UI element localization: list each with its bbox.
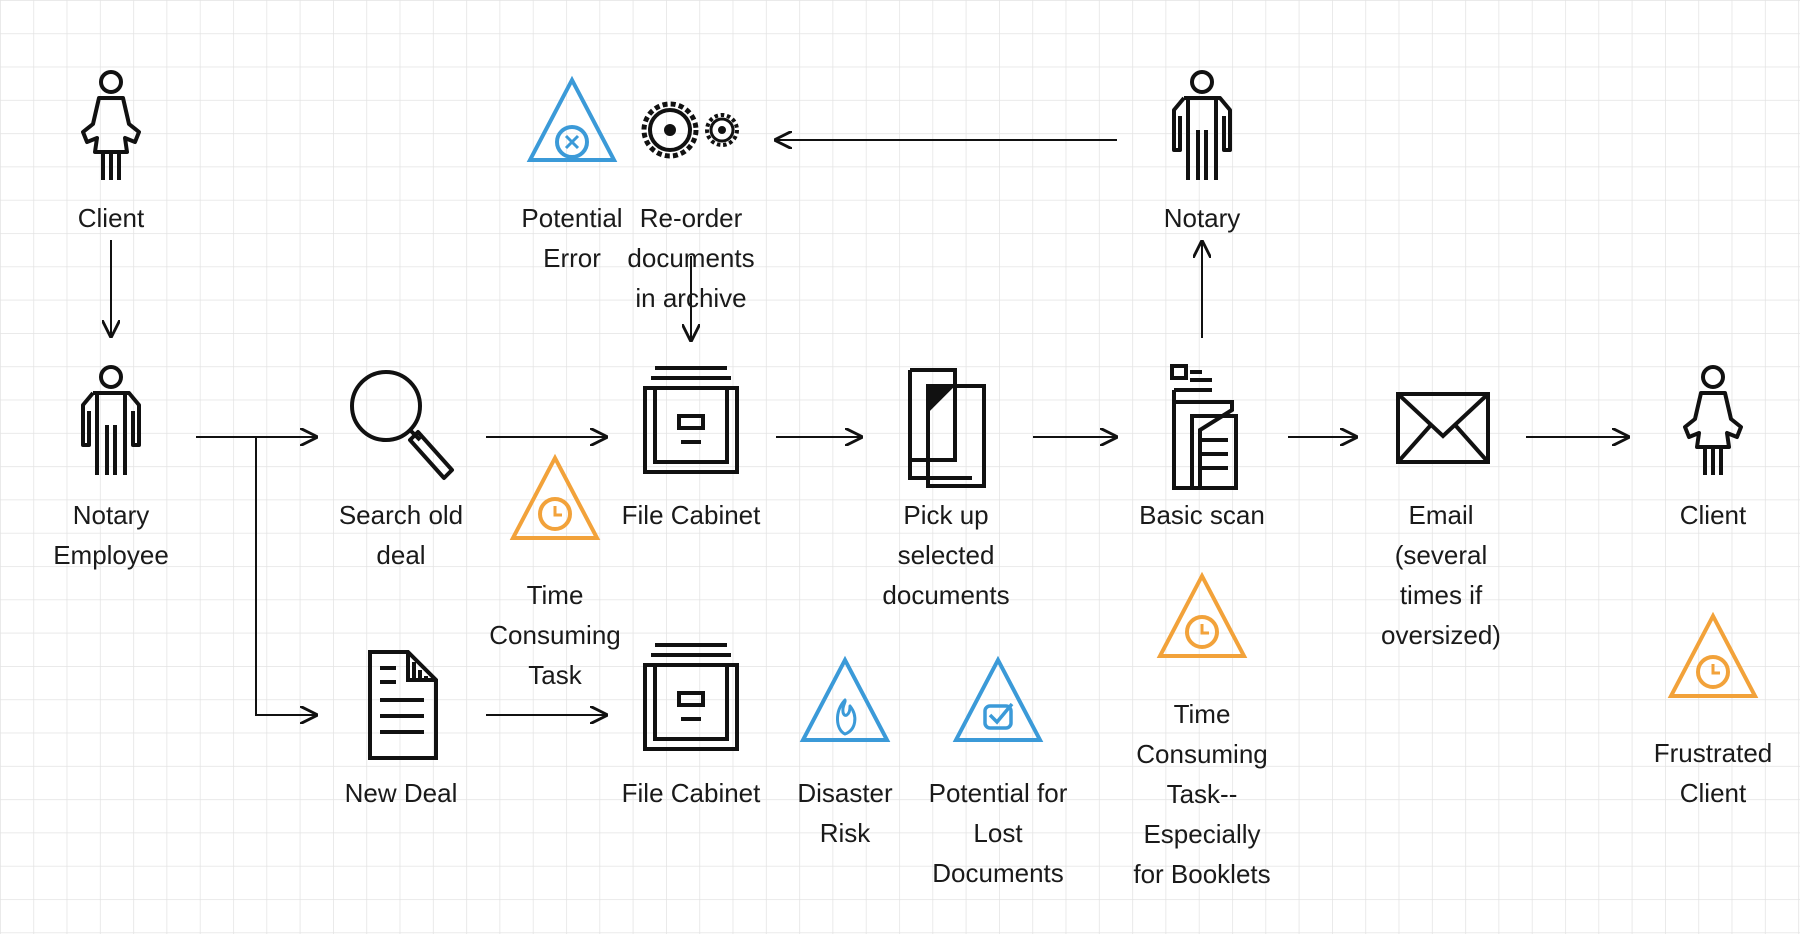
label-line: Consuming: [489, 620, 621, 650]
label-line: Search old: [338, 500, 464, 530]
label-line: File Cabinet: [621, 778, 761, 808]
connectors: [111, 140, 1628, 715]
envelope-icon: [1396, 392, 1490, 464]
label-line: Lost: [973, 818, 1023, 848]
label-search-old-deal: Search old deal: [339, 495, 463, 575]
label-line: in archive: [635, 283, 747, 313]
label-notary: Notary: [1164, 198, 1241, 238]
label-line: Disaster: [797, 778, 893, 808]
fire-warning-icon: [801, 658, 889, 742]
document-icon: [368, 650, 438, 760]
label-line: for Booklets: [1133, 859, 1271, 889]
label-line: oversized): [1381, 620, 1501, 650]
documents-icon: [908, 368, 986, 488]
gears-icon: [641, 101, 739, 159]
label-line: Time: [1173, 699, 1231, 729]
label-line: documents: [627, 243, 755, 273]
label-pick-up: Pick up selected documents: [882, 495, 1009, 615]
label-line: selected: [897, 540, 995, 570]
label-client-start: Client: [78, 198, 144, 238]
label-line: deal: [376, 540, 426, 570]
label-email: Email (several times if oversized): [1381, 495, 1501, 655]
label-disaster-risk: Disaster Risk: [797, 773, 892, 853]
label-line: Client: [77, 203, 145, 233]
error-warning-icon: [528, 78, 616, 162]
arrow-employee-to-new-deal: [255, 437, 316, 715]
label-line: Risk: [819, 818, 871, 848]
label-new-deal: New Deal: [345, 773, 458, 813]
label-line: Potential for: [928, 778, 1068, 808]
label-line: New Deal: [344, 778, 458, 808]
label-lost-documents: Potential for Lost Documents: [929, 773, 1068, 893]
label-line: File Cabinet: [621, 500, 761, 530]
label-basic-scan: Basic scan: [1139, 495, 1265, 535]
label-time-consuming-2: Time Consuming Task-- Especially for Boo…: [1133, 694, 1270, 894]
label-line: Especially: [1143, 819, 1261, 849]
label-line: Frustrated: [1653, 738, 1773, 768]
label-file-cabinet-2: File Cabinet: [622, 773, 761, 813]
label-line: Notary: [72, 500, 150, 530]
label-line: Notary: [1163, 203, 1241, 233]
label-line: Task: [528, 660, 582, 690]
label-notary-employee: Notary Employee: [53, 495, 169, 575]
label-line: Email: [1408, 500, 1474, 530]
label-reorder: Re-order documents in archive: [627, 198, 754, 318]
label-file-cabinet-1: File Cabinet: [622, 495, 761, 535]
label-line: (several: [1394, 540, 1488, 570]
label-potential-error: Potential Error: [521, 198, 622, 278]
label-time-consuming-1: Time Consuming Task: [489, 575, 621, 695]
label-line: documents: [882, 580, 1010, 610]
magnifier-icon: [350, 370, 454, 480]
label-line: Error: [543, 243, 601, 273]
label-line: Potential: [521, 203, 623, 233]
label-line: Task--: [1166, 779, 1238, 809]
label-line: Consuming: [1136, 739, 1268, 769]
label-line: Basic scan: [1139, 500, 1265, 530]
label-line: Documents: [932, 858, 1064, 888]
label-client-end: Client: [1680, 495, 1746, 535]
label-line: Pick up: [903, 500, 989, 530]
scanner-icon: [1170, 364, 1238, 490]
label-frustrated-client: Frustrated Client: [1654, 733, 1773, 813]
label-line: Client: [1679, 500, 1747, 530]
label-line: times if: [1399, 580, 1483, 610]
label-line: Client: [1679, 778, 1747, 808]
check-warning-icon: [954, 658, 1042, 742]
label-line: Re-order: [639, 203, 743, 233]
label-line: Time: [526, 580, 584, 610]
label-line: Employee: [53, 540, 169, 570]
